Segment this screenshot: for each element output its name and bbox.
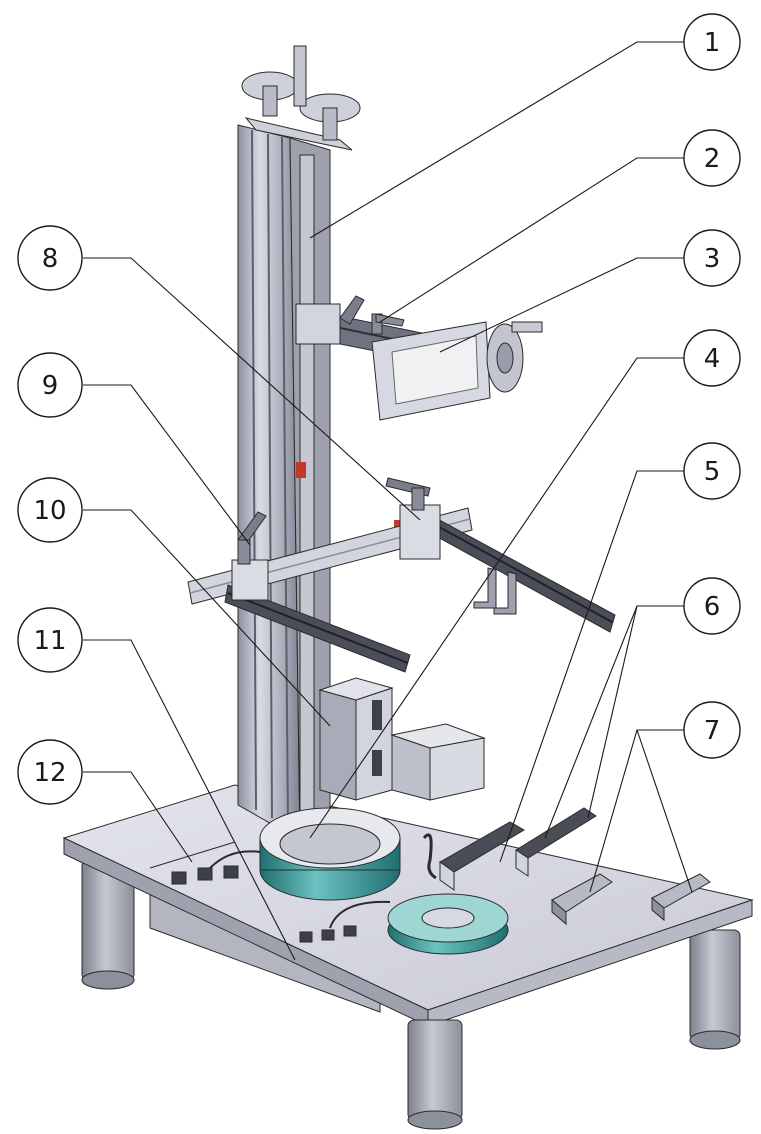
middle-lever-right-post	[411, 487, 425, 511]
cable-connectors	[171, 850, 391, 943]
connector-cable-2	[329, 900, 391, 929]
leg-front-center	[407, 1019, 463, 1121]
callout-9: 9	[17, 352, 83, 418]
leader-5	[499, 470, 685, 863]
callout-6: 6	[683, 577, 741, 635]
middle-clamp-right	[399, 504, 441, 560]
callout-3: 3	[683, 229, 741, 287]
leg-front-center-foot	[407, 1110, 463, 1130]
controller-port-2	[372, 750, 382, 776]
leader-8	[83, 257, 421, 521]
callout-8: 8	[17, 225, 83, 291]
connector-5	[321, 929, 335, 941]
callout-10-label: 10	[33, 496, 66, 526]
hook-2	[493, 571, 517, 615]
column-groove-1	[251, 129, 257, 811]
callout-6-label: 6	[704, 592, 721, 622]
callout-1-label: 1	[704, 28, 721, 58]
upper-carriage	[295, 303, 341, 345]
mount-brackets	[551, 873, 711, 926]
middle-arm	[187, 477, 616, 673]
connector-2	[197, 867, 213, 881]
bar-lights	[422, 807, 597, 891]
leader-9	[83, 384, 251, 546]
leader-7b	[636, 729, 693, 893]
connector-3	[223, 865, 239, 879]
callout-9-label: 9	[42, 371, 59, 401]
leader-4	[309, 357, 685, 839]
column-rack	[299, 154, 315, 836]
top-handwheel-right-shaft	[322, 107, 338, 141]
top-spindle	[293, 45, 307, 107]
callout-12-label: 12	[33, 758, 66, 788]
callout-10: 10	[17, 477, 83, 543]
leader-2	[379, 157, 685, 323]
callout-2-label: 2	[704, 144, 721, 174]
vertical-column	[237, 45, 402, 846]
callout-3-label: 3	[704, 244, 721, 274]
middle-clamp-left	[231, 559, 269, 601]
upper-clamp-handle	[375, 313, 405, 327]
column-groove-2	[267, 133, 273, 819]
controller-box-top	[318, 677, 394, 701]
bar-light-2-end	[515, 849, 529, 877]
red-marker-1	[296, 462, 306, 478]
bar-light-cable	[422, 833, 437, 880]
upper-handwheel-shaft	[511, 321, 543, 333]
power-box-top	[390, 723, 486, 749]
callout-11-label: 11	[33, 626, 66, 656]
leader-12	[83, 771, 193, 863]
small-ring-center	[421, 907, 475, 929]
callout-1: 1	[683, 13, 741, 71]
connector-4	[299, 931, 313, 943]
callout-4: 4	[683, 329, 741, 387]
power-box-side	[429, 737, 485, 801]
hook-1	[473, 567, 497, 609]
callouts: 1 2 3 4 5 6 7 8	[17, 13, 741, 805]
upper-arm	[295, 295, 543, 421]
leader-11	[83, 639, 296, 961]
callout-2: 2	[683, 129, 741, 187]
callout-5: 5	[683, 442, 741, 500]
callout-12: 12	[17, 739, 83, 805]
callout-7-label: 7	[704, 716, 721, 746]
column-top-plate	[244, 117, 353, 151]
plate-seam	[149, 841, 236, 869]
leader-10	[83, 509, 331, 727]
leader-lines	[83, 41, 693, 961]
connector-6	[343, 925, 357, 937]
leader-6a	[544, 605, 685, 839]
column-groove-3	[281, 136, 289, 827]
controller-box-front	[319, 689, 357, 801]
callout-5-label: 5	[704, 457, 721, 487]
large-ring-light	[259, 807, 401, 901]
top-handwheel-left-shaft	[262, 85, 278, 117]
middle-lever-left-post	[237, 539, 251, 565]
controller-port-1	[372, 700, 382, 730]
large-ring-opening	[279, 823, 381, 865]
leg-rear-left-foot	[81, 970, 135, 990]
bar-light-1-end	[439, 861, 455, 891]
callout-4-label: 4	[704, 344, 721, 374]
upper-lever	[339, 295, 365, 325]
leader-6b	[587, 605, 638, 819]
connector-cable-1	[209, 850, 261, 869]
bar-light-2	[515, 807, 597, 859]
callout-11: 11	[17, 607, 83, 673]
callout-8-label: 8	[42, 244, 59, 274]
controller-box	[318, 677, 486, 801]
callout-7: 7	[683, 701, 741, 759]
leader-3	[439, 257, 685, 353]
leg-rear-right-foot	[689, 1030, 741, 1050]
leader-1	[309, 41, 685, 239]
small-ring-light	[387, 893, 509, 955]
connector-1	[171, 871, 187, 885]
leg-rear-right	[689, 929, 741, 1041]
base-assembly	[62, 784, 754, 1130]
